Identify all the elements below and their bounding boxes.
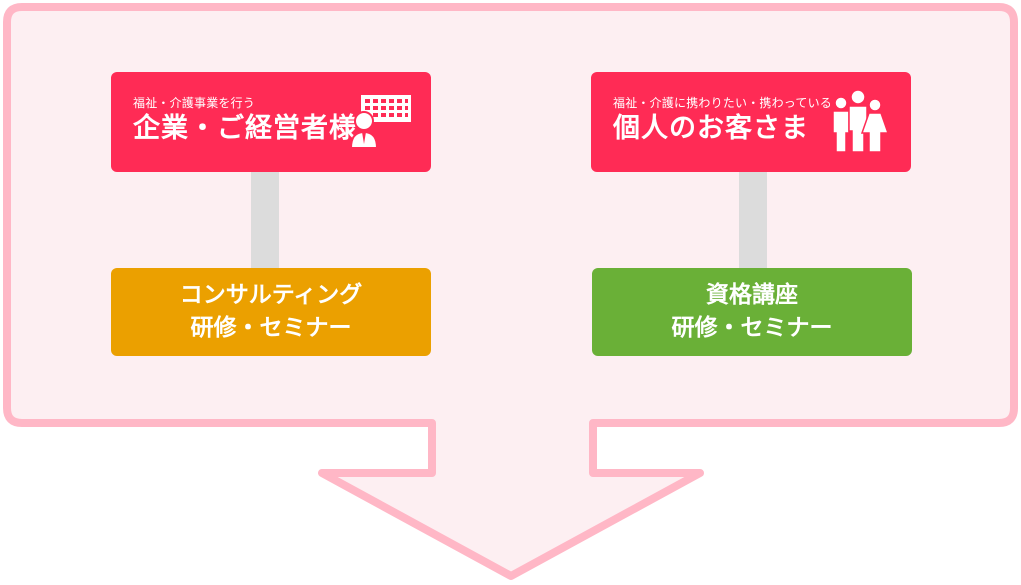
individual-client-card: 福祉・介護に携わりたい・携わっている 個人のお客さま <box>591 72 911 172</box>
connector-left <box>251 172 279 268</box>
consulting-label: コンサルティング <box>179 282 363 308</box>
connector-right <box>739 172 767 268</box>
training-seminar-label-right: 研修・セミナー <box>671 315 833 341</box>
business-client-title: 企業・ご経営者様 <box>133 113 357 144</box>
qualification-course-label: 資格講座 <box>706 282 798 308</box>
business-client-subtitle: 福祉・介護事業を行う <box>133 96 256 110</box>
individual-client-title: 個人のお客さま <box>613 113 809 144</box>
business-client-card: 福祉・介護事業を行う 企業・ご経営者様 <box>111 72 431 172</box>
training-seminar-label-left: 研修・セミナー <box>190 315 352 341</box>
family-people-icon <box>832 89 890 153</box>
qualification-course-box: 資格講座 研修・セミナー <box>592 268 912 356</box>
consulting-training-box: コンサルティング 研修・セミナー <box>111 268 431 356</box>
businessperson-building-icon <box>351 95 411 149</box>
individual-client-subtitle: 福祉・介護に携わりたい・携わっている <box>613 96 833 110</box>
